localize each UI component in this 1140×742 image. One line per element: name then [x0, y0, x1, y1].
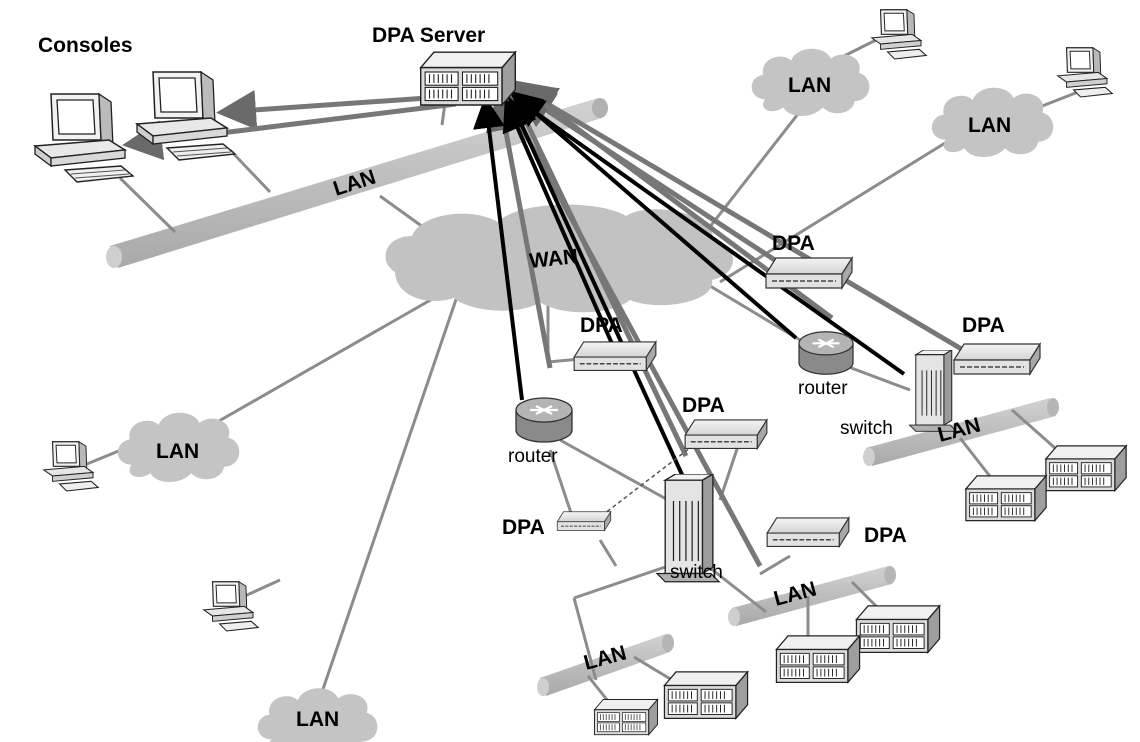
dpa-device-center: [573, 341, 657, 372]
dpa-server-device: [419, 51, 517, 106]
consoles-label: Consoles: [38, 34, 133, 57]
wan-label: WAN: [528, 245, 579, 273]
router-label-left: router: [508, 446, 558, 467]
lan-label-left: LAN: [156, 440, 199, 463]
server-bottom-right-1: [855, 605, 941, 653]
gray-flow-arrows: [122, 80, 982, 568]
lan-label-top-right: LAN: [788, 74, 831, 97]
dpa-device-upper-right: [765, 257, 853, 289]
server-bottom-left-2: [593, 698, 659, 736]
dpa-label-small: DPA: [502, 516, 545, 539]
switch-label-center: switch: [670, 562, 723, 583]
router-device-right: [797, 330, 855, 376]
dpa-label-right: DPA: [962, 314, 1005, 337]
server-right-1: [1045, 445, 1127, 492]
server-right-2: [965, 475, 1047, 522]
lan-label-far-right: LAN: [968, 114, 1011, 137]
dpa-label-upper-right: DPA: [772, 232, 815, 255]
lan-bottom-right: [728, 566, 896, 626]
switch-device-right: [908, 350, 958, 433]
lan-backbone-top: [106, 98, 608, 268]
dpa-device-small: [556, 511, 612, 531]
console-pc-2: [136, 71, 236, 161]
lan-label-backbone: LAN: [330, 166, 378, 201]
dpa-device-right: [953, 343, 1041, 375]
dashed-link: [595, 447, 691, 521]
lan-label-bottom-left-cloud: LAN: [296, 708, 339, 731]
router-label-right: router: [798, 378, 848, 399]
remote-pc-top-right: [1057, 47, 1113, 98]
dpa-device-middle: [684, 419, 768, 450]
dpa-label-lower: DPA: [864, 524, 907, 547]
black-flow-arrows: [473, 90, 906, 493]
remote-pc-bottom-left: [203, 581, 259, 632]
lan-right: [863, 398, 1059, 466]
console-pc-1: [34, 93, 134, 183]
router-device-left: [514, 396, 574, 444]
lan-bottom-left: [537, 634, 674, 696]
wan-cloud: [385, 204, 733, 313]
remote-pc-left: [43, 441, 99, 492]
lan-label-bottom-right-pipe: LAN: [771, 577, 819, 610]
dpa-server-label: DPA Server: [372, 24, 485, 47]
network-links: [81, 36, 1079, 707]
dpa-label-middle: DPA: [682, 394, 725, 417]
server-bottom-left-1: [663, 671, 749, 719]
dpa-label-center: DPA: [580, 314, 623, 337]
switch-label-right: switch: [840, 418, 893, 439]
dpa-device-lower: [766, 517, 850, 548]
server-bottom-right-2: [775, 635, 861, 683]
remote-pc-top: [871, 9, 927, 60]
